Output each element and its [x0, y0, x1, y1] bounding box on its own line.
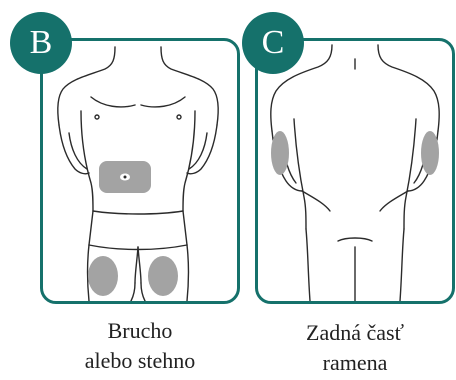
left-thigh-zone: [88, 256, 118, 296]
right-thigh-zone: [148, 256, 178, 296]
back-body-illustration: [258, 41, 452, 301]
front-body-illustration: [43, 41, 237, 301]
caption-b-line1: Brucho: [30, 316, 250, 346]
badge-b: B: [10, 12, 72, 74]
right-upper-arm-zone: [421, 131, 439, 175]
caption-c-line1: Zadná časť: [255, 318, 455, 348]
badge-c: C: [242, 12, 304, 74]
caption-b-line2: alebo stehno: [30, 346, 250, 376]
caption-c-line2: ramena: [255, 348, 455, 378]
caption-back-of-arm: Zadná časť ramena: [255, 318, 455, 378]
caption-abdomen-thigh: Brucho alebo stehno: [30, 316, 250, 376]
panel-back-of-arm: [255, 38, 455, 304]
panel-abdomen-thigh: [40, 38, 240, 304]
left-upper-arm-zone: [271, 131, 289, 175]
